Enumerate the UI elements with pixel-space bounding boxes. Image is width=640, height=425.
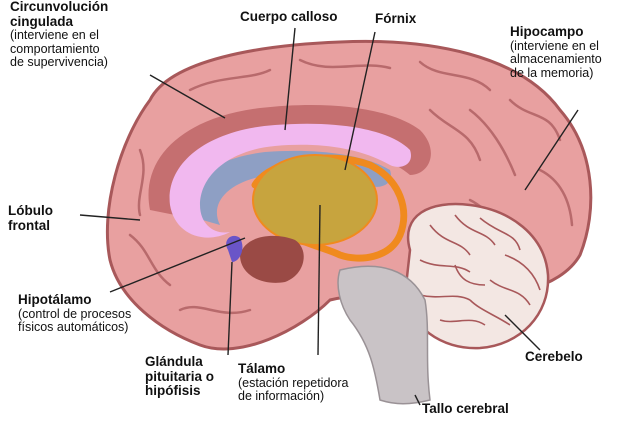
label-title: Tálamo	[238, 361, 286, 376]
label-description: comportamiento	[10, 41, 100, 56]
label-hipocampo: Hipocampo (interviene en el almacenamien…	[510, 24, 602, 80]
label-circunvolucion-cingulada: Circunvolución cingulada (interviene en …	[10, 0, 108, 70]
label-glandula-pituitaria: Glándula pituitaria o hipófisis	[145, 354, 215, 399]
leader-lines	[79, 27, 579, 406]
label-title: Hipocampo	[510, 24, 584, 39]
label-title: hipófisis	[145, 383, 201, 399]
label-description: (interviene en el	[10, 28, 99, 43]
label-title: Hipotálamo	[18, 292, 92, 307]
hypothalamus	[240, 235, 304, 283]
label-description: físicos automáticos)	[18, 320, 129, 335]
thalamus	[252, 154, 378, 246]
label-title: Cuerpo calloso	[240, 9, 338, 24]
brainstem	[337, 265, 431, 405]
label-fornix: Fórnix	[375, 11, 417, 27]
label-lobulo-frontal: Lóbulo frontal	[8, 203, 53, 233]
label-title: frontal	[8, 217, 50, 233]
label-description: (estación repetidora	[238, 375, 349, 390]
label-description: de supervivencia)	[10, 55, 108, 70]
pituitary-gland	[226, 235, 243, 262]
label-title: pituitaria o	[145, 368, 215, 384]
label-title: cingulada	[10, 13, 74, 29]
cerebellum	[403, 202, 550, 350]
label-description: de información)	[238, 389, 325, 404]
label-title: Cerebelo	[525, 349, 583, 364]
label-title: Glándula	[145, 354, 203, 369]
label-tallo-cerebral: Tallo cerebral	[422, 401, 509, 417]
label-title: Fórnix	[375, 11, 417, 26]
label-title: Lóbulo	[8, 203, 53, 218]
corpus-callosum	[169, 123, 411, 238]
label-cerebelo: Cerebelo	[525, 349, 583, 365]
label-description: almacenamiento	[510, 52, 602, 67]
label-description: de la memoria)	[510, 65, 594, 80]
label-title: Tallo cerebral	[422, 401, 509, 416]
label-talamo: Tálamo (estación repetidora de informaci…	[238, 361, 349, 404]
label-description: (interviene en el	[510, 38, 599, 53]
label-hipotalamo: Hipotálamo (control de procesos físicos …	[18, 292, 132, 335]
label-cuerpo-calloso: Cuerpo calloso	[240, 9, 338, 25]
label-title: Circunvolución	[10, 0, 109, 14]
label-description: (control de procesos	[18, 306, 132, 321]
